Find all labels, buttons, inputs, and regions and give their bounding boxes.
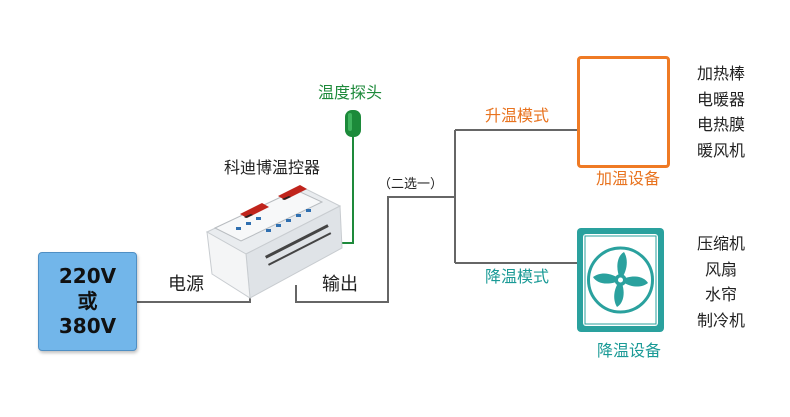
power-voltage-1: 220V	[58, 264, 117, 288]
cooling-mode-label: 降温模式	[485, 267, 550, 286]
selector-label: （二选一）	[378, 177, 444, 192]
heating-mode-label: 升温模式	[485, 106, 550, 125]
power-or: 或	[77, 289, 98, 313]
controller-device	[205, 185, 343, 299]
output-label: 输出	[322, 274, 358, 295]
heating-device-frame	[577, 56, 670, 168]
list-item: 制冷机	[697, 310, 746, 330]
fan-icon	[583, 234, 658, 326]
cooling-device-list: 压缩机 风扇 水帘 制冷机	[697, 231, 745, 333]
power-source-box: 220V 或 380V	[38, 252, 137, 351]
power-label: 电源	[168, 274, 204, 295]
list-item: 电热膜	[697, 115, 746, 134]
list-item: 水帘	[705, 285, 738, 304]
heating-device-list: 加热棒 电暖器 电热膜 暖风机	[697, 61, 745, 163]
list-item: 暖风机	[697, 140, 746, 160]
controller-name: 科迪博温控器	[224, 158, 321, 177]
list-item: 风扇	[705, 259, 738, 279]
list-item: 电暖器	[697, 89, 746, 109]
power-voltage-2: 380V	[58, 314, 117, 338]
probe-head	[345, 110, 361, 137]
cooling-device-label: 降温设备	[597, 341, 662, 360]
probe-label: 温度探头	[318, 83, 383, 102]
list-item: 压缩机	[697, 234, 746, 253]
output-wire	[295, 196, 455, 303]
cooling-device-frame	[577, 228, 664, 332]
heating-device-label: 加温设备	[596, 169, 661, 188]
list-item: 加热棒	[697, 64, 746, 83]
